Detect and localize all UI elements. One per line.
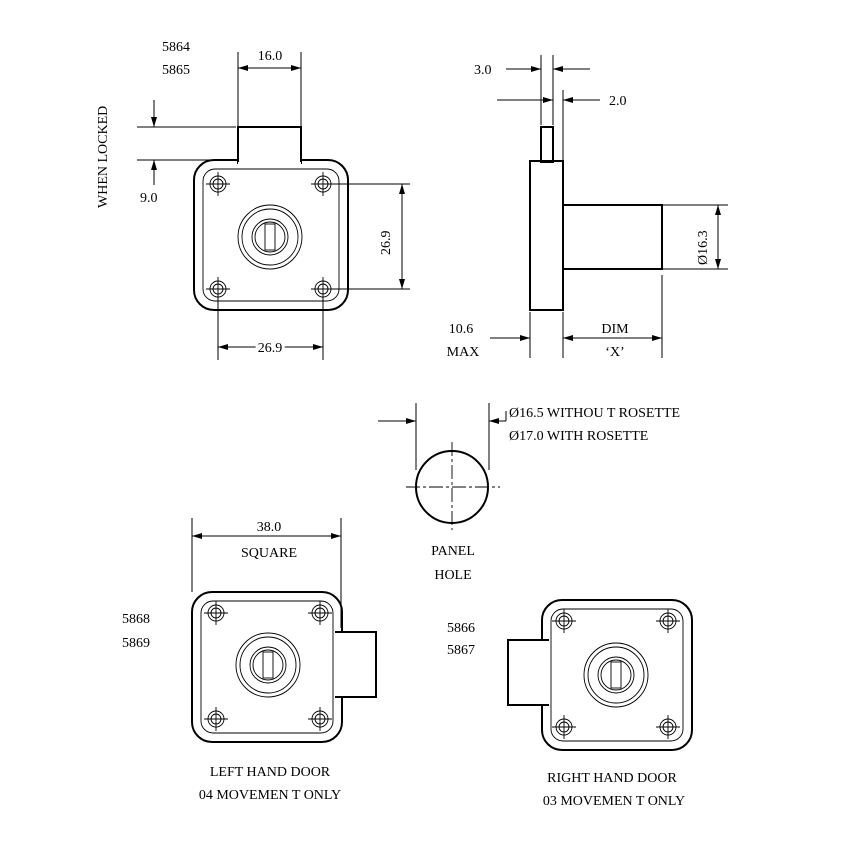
left-caption-1: LEFT HAND DOOR	[210, 765, 331, 780]
panel-hole-label-1: PANEL	[431, 544, 475, 559]
dim-throw-9: 9.0	[140, 191, 158, 206]
part-number-5869: 5869	[122, 636, 150, 651]
panel-hole-view: Ø16.5 WITHOU T ROSETTE Ø17.0 WITH ROSETT…	[378, 403, 680, 583]
side-view: 3.0 2.0 Ø16.3 10.6 MAX DIM ‘X’	[447, 55, 728, 360]
dim-x-symbol: ‘X’	[605, 345, 624, 360]
when-locked-label: WHEN LOCKED	[96, 106, 111, 208]
part-number-5867: 5867	[447, 643, 475, 658]
dim-width-16: 16.0	[258, 49, 283, 64]
dim-plate-max: MAX	[447, 345, 480, 360]
panel-hole-note-1: Ø16.5 WITHOU T ROSETTE	[509, 406, 680, 421]
dim-plate-value: 10.6	[449, 322, 474, 337]
dim-gap-2: 2.0	[609, 94, 627, 109]
dim-bolt-3: 3.0	[474, 63, 492, 78]
right-caption-2: 03 MOVEMEN T ONLY	[543, 794, 685, 809]
part-number-5865: 5865	[162, 63, 190, 78]
dim-centers-horizontal: 26.9	[258, 341, 283, 356]
dim-centers-vertical: 26.9	[379, 231, 394, 256]
right-caption-1: RIGHT HAND DOOR	[547, 771, 677, 786]
left-hand-door-view: 38.0 SQUARE 5868 5869 LEFT HAND DOOR 04 …	[122, 518, 377, 803]
dim-x-label: DIM	[601, 322, 629, 337]
right-hand-door-view: 5866 5867 RIGHT HAND DOOR 03 MOVEMEN T O…	[447, 599, 693, 809]
panel-hole-label-2: HOLE	[434, 568, 471, 583]
left-caption-2: 04 MOVEMEN T ONLY	[199, 788, 341, 803]
part-number-5864: 5864	[162, 40, 190, 55]
dim-cylinder-diameter: Ø16.3	[696, 230, 711, 265]
panel-hole-note-2: Ø17.0 WITH ROSETTE	[509, 429, 648, 444]
dim-size-38: 38.0	[257, 520, 282, 535]
dim-square-label: SQUARE	[241, 546, 297, 561]
front-view-locked: 5864 5865 16.0 WHEN LOCKED 9.0	[96, 40, 410, 360]
part-number-5868: 5868	[122, 612, 150, 627]
part-number-5866: 5866	[447, 621, 475, 636]
